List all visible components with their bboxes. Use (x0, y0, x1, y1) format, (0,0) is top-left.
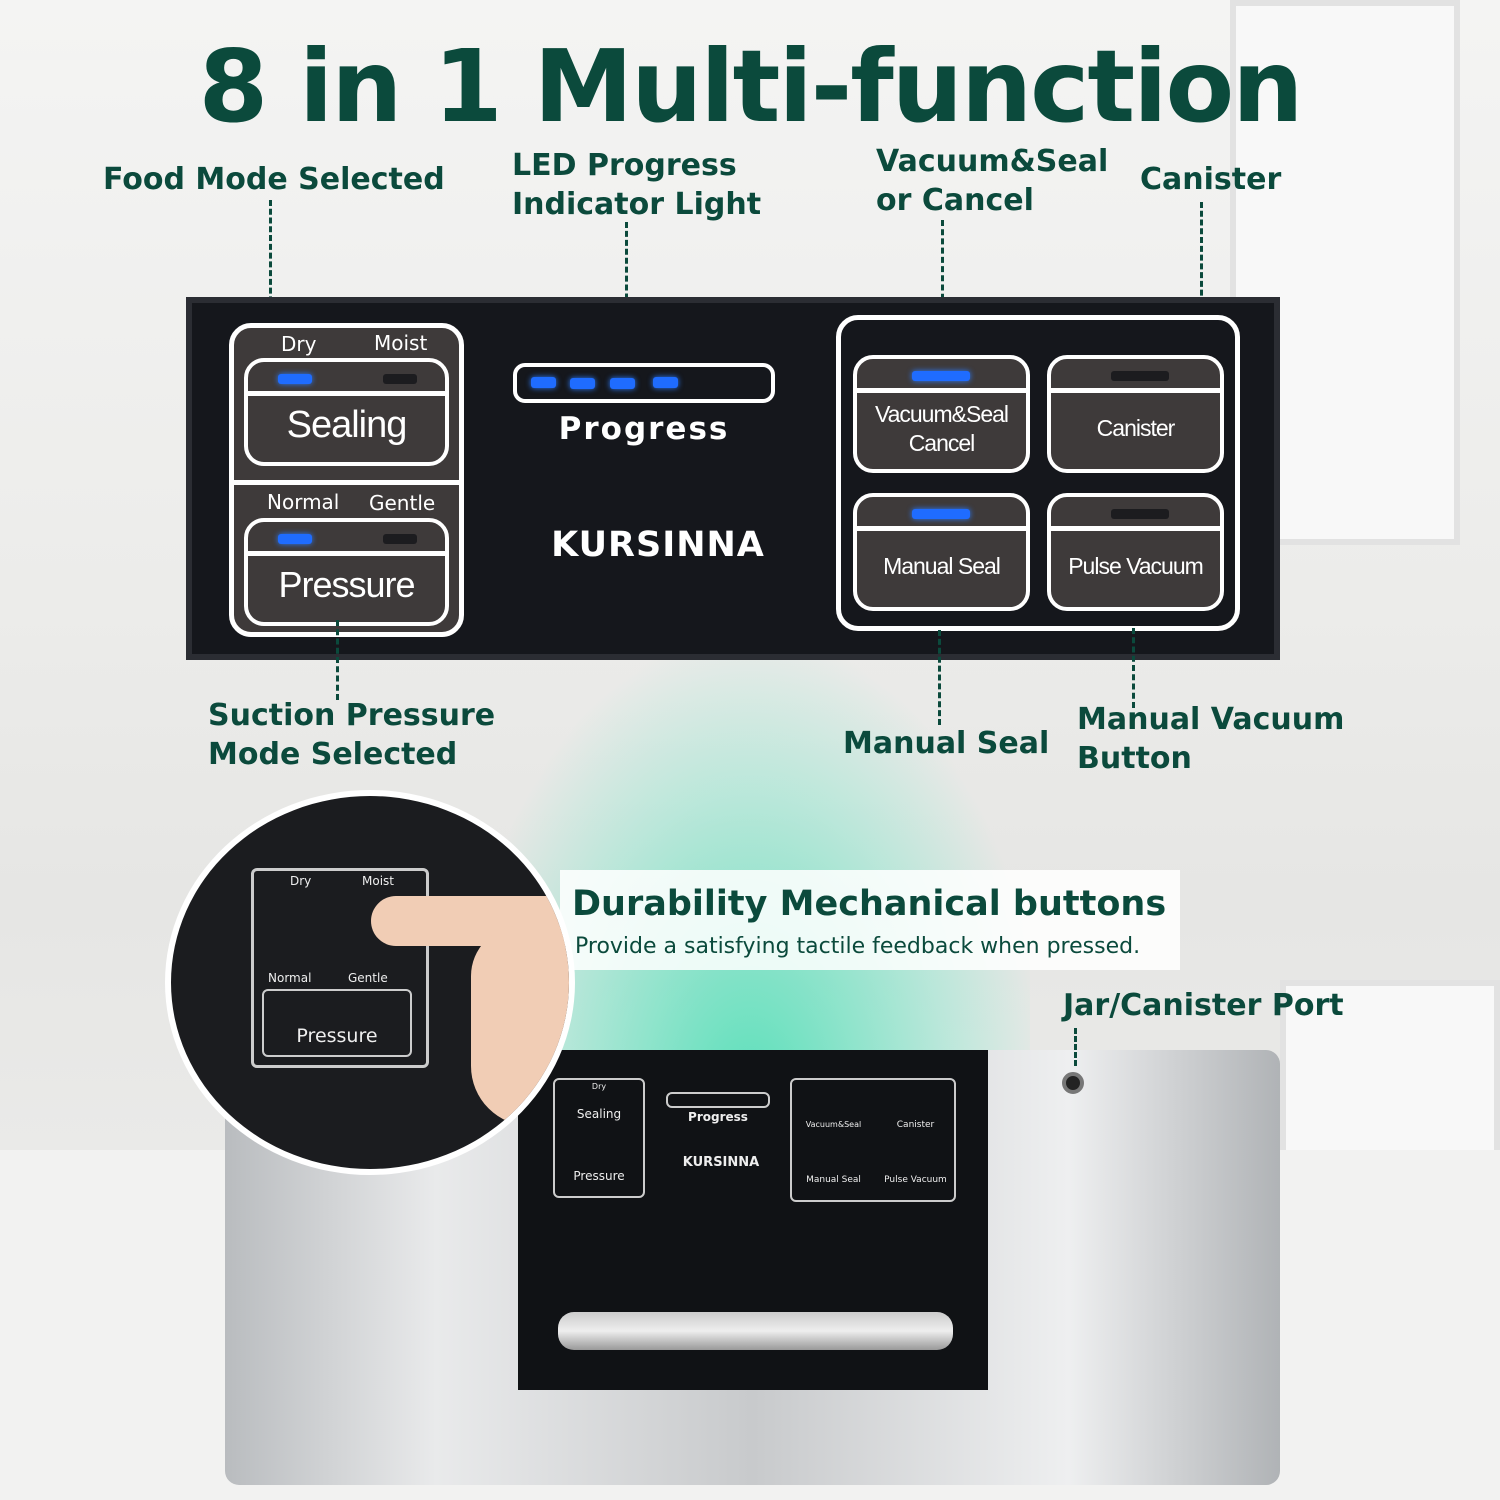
mini-progress (666, 1092, 770, 1108)
manual-seal-button[interactable]: Manual Seal (853, 493, 1030, 611)
canister-led (1111, 371, 1169, 381)
progress-label: Progress (558, 411, 730, 447)
page-title: 8 in 1 Multi-function (198, 28, 1304, 145)
closeup-inset: Dry Moist Normal Gentle Pressure (165, 790, 575, 1175)
mini-pressure: Pressure (573, 1169, 625, 1183)
progress-led (653, 377, 678, 388)
closeup-dry: Dry (290, 874, 312, 888)
callout-text: or Cancel (876, 183, 1034, 218)
sealing-label: Sealing (286, 404, 408, 446)
pressure-button[interactable]: Pressure (244, 518, 449, 626)
progress-led (570, 378, 595, 389)
moist-led (383, 374, 417, 384)
callout-line (336, 620, 339, 700)
hand-palm (471, 926, 569, 1126)
gentle-led (383, 534, 417, 544)
mode-group: Dry Moist Sealing Normal Gentle Pressure (229, 323, 464, 637)
sealing-button[interactable]: Sealing (244, 358, 449, 466)
closeup-pressure: Pressure (262, 989, 412, 1057)
dry-led (278, 374, 312, 384)
divider (234, 480, 459, 485)
callout-line (941, 220, 944, 355)
callout-canister: Canister (1140, 162, 1282, 197)
callout-line (625, 222, 628, 362)
normal-label: Normal (267, 490, 340, 514)
manual-seal-label: Manual Seal (883, 553, 1001, 579)
callout-line (1200, 202, 1203, 357)
pulse-vacuum-led (1111, 509, 1169, 519)
feature-box: Durability Mechanical buttons Provide a … (560, 870, 1180, 970)
moist-label: Moist (374, 331, 428, 355)
mini-function-group: Vacuum&Seal Canister Manual Seal Pulse V… (790, 1078, 956, 1202)
callout-line (938, 630, 941, 725)
callout-text: Indicator Light (512, 187, 762, 222)
mini-sealing: Sealing (576, 1107, 622, 1121)
callout-food-mode: Food Mode Selected (103, 162, 445, 197)
gentle-label: Gentle (369, 491, 436, 515)
closeup-normal: Normal (268, 971, 312, 985)
manual-seal-led (912, 509, 970, 519)
mini-manual-seal: Manual Seal (806, 1175, 861, 1185)
callout-text: Mode Selected (208, 737, 458, 772)
vacuum-seal-led (912, 371, 970, 381)
callout-line (269, 200, 272, 355)
callout-text: Vacuum&Seal (876, 144, 1109, 179)
canister-port (1062, 1072, 1084, 1094)
feature-heading: Durability Mechanical buttons (572, 884, 1167, 924)
callout-jar-port: Jar/Canister Port (1063, 988, 1344, 1023)
mini-brand: KURSINNA (682, 1155, 760, 1170)
vacuum-seal-label: Vacuum&Seal (874, 401, 1009, 427)
mini-mode-group: Dry Sealing Pressure (553, 1078, 645, 1198)
lid-handle[interactable] (558, 1312, 953, 1350)
device-panel: Dry Sealing Pressure Progress KURSINNA V… (518, 1050, 988, 1390)
control-panel: Dry Moist Sealing Normal Gentle Pressure… (186, 297, 1280, 660)
callout-manual-seal: Manual Seal (843, 726, 1050, 761)
progress-indicator (513, 363, 775, 403)
callout-line (1132, 628, 1135, 708)
pulse-vacuum-button[interactable]: Pulse Vacuum (1047, 493, 1224, 611)
normal-led (278, 534, 312, 544)
callout-vacuum-seal: Vacuum&Seal or Cancel (876, 142, 1108, 220)
mini-vacseal: Vacuum&Seal (805, 1120, 862, 1129)
mini-canister: Canister (896, 1120, 935, 1130)
pressure-label: Pressure (278, 564, 415, 605)
dry-label: Dry (281, 332, 317, 356)
callout-text: Button (1077, 741, 1192, 776)
progress-led (531, 377, 556, 388)
callout-text: LED Progress (512, 148, 737, 183)
feature-subtext: Provide a satisfying tactile feedback wh… (575, 934, 1141, 959)
callout-text: Manual Vacuum (1077, 702, 1345, 737)
mini-dry: Dry (591, 1082, 607, 1091)
mini-pulse-vacuum: Pulse Vacuum (884, 1175, 947, 1185)
cancel-label: Cancel (908, 430, 976, 456)
closeup-mode-group: Dry Moist Normal Gentle Pressure (251, 868, 429, 1068)
pulse-vacuum-label: Pulse Vacuum (1068, 553, 1204, 579)
brand-logo: KURSINNA (551, 525, 765, 565)
progress-led (610, 378, 635, 389)
callout-text: Suction Pressure (208, 698, 496, 733)
canister-button[interactable]: Canister (1047, 355, 1224, 473)
closeup-moist: Moist (362, 874, 394, 888)
mini-progress-label: Progress (688, 1110, 748, 1124)
closeup-gentle: Gentle (348, 971, 388, 985)
canister-label: Canister (1096, 415, 1176, 441)
callout-line (1074, 1028, 1077, 1066)
